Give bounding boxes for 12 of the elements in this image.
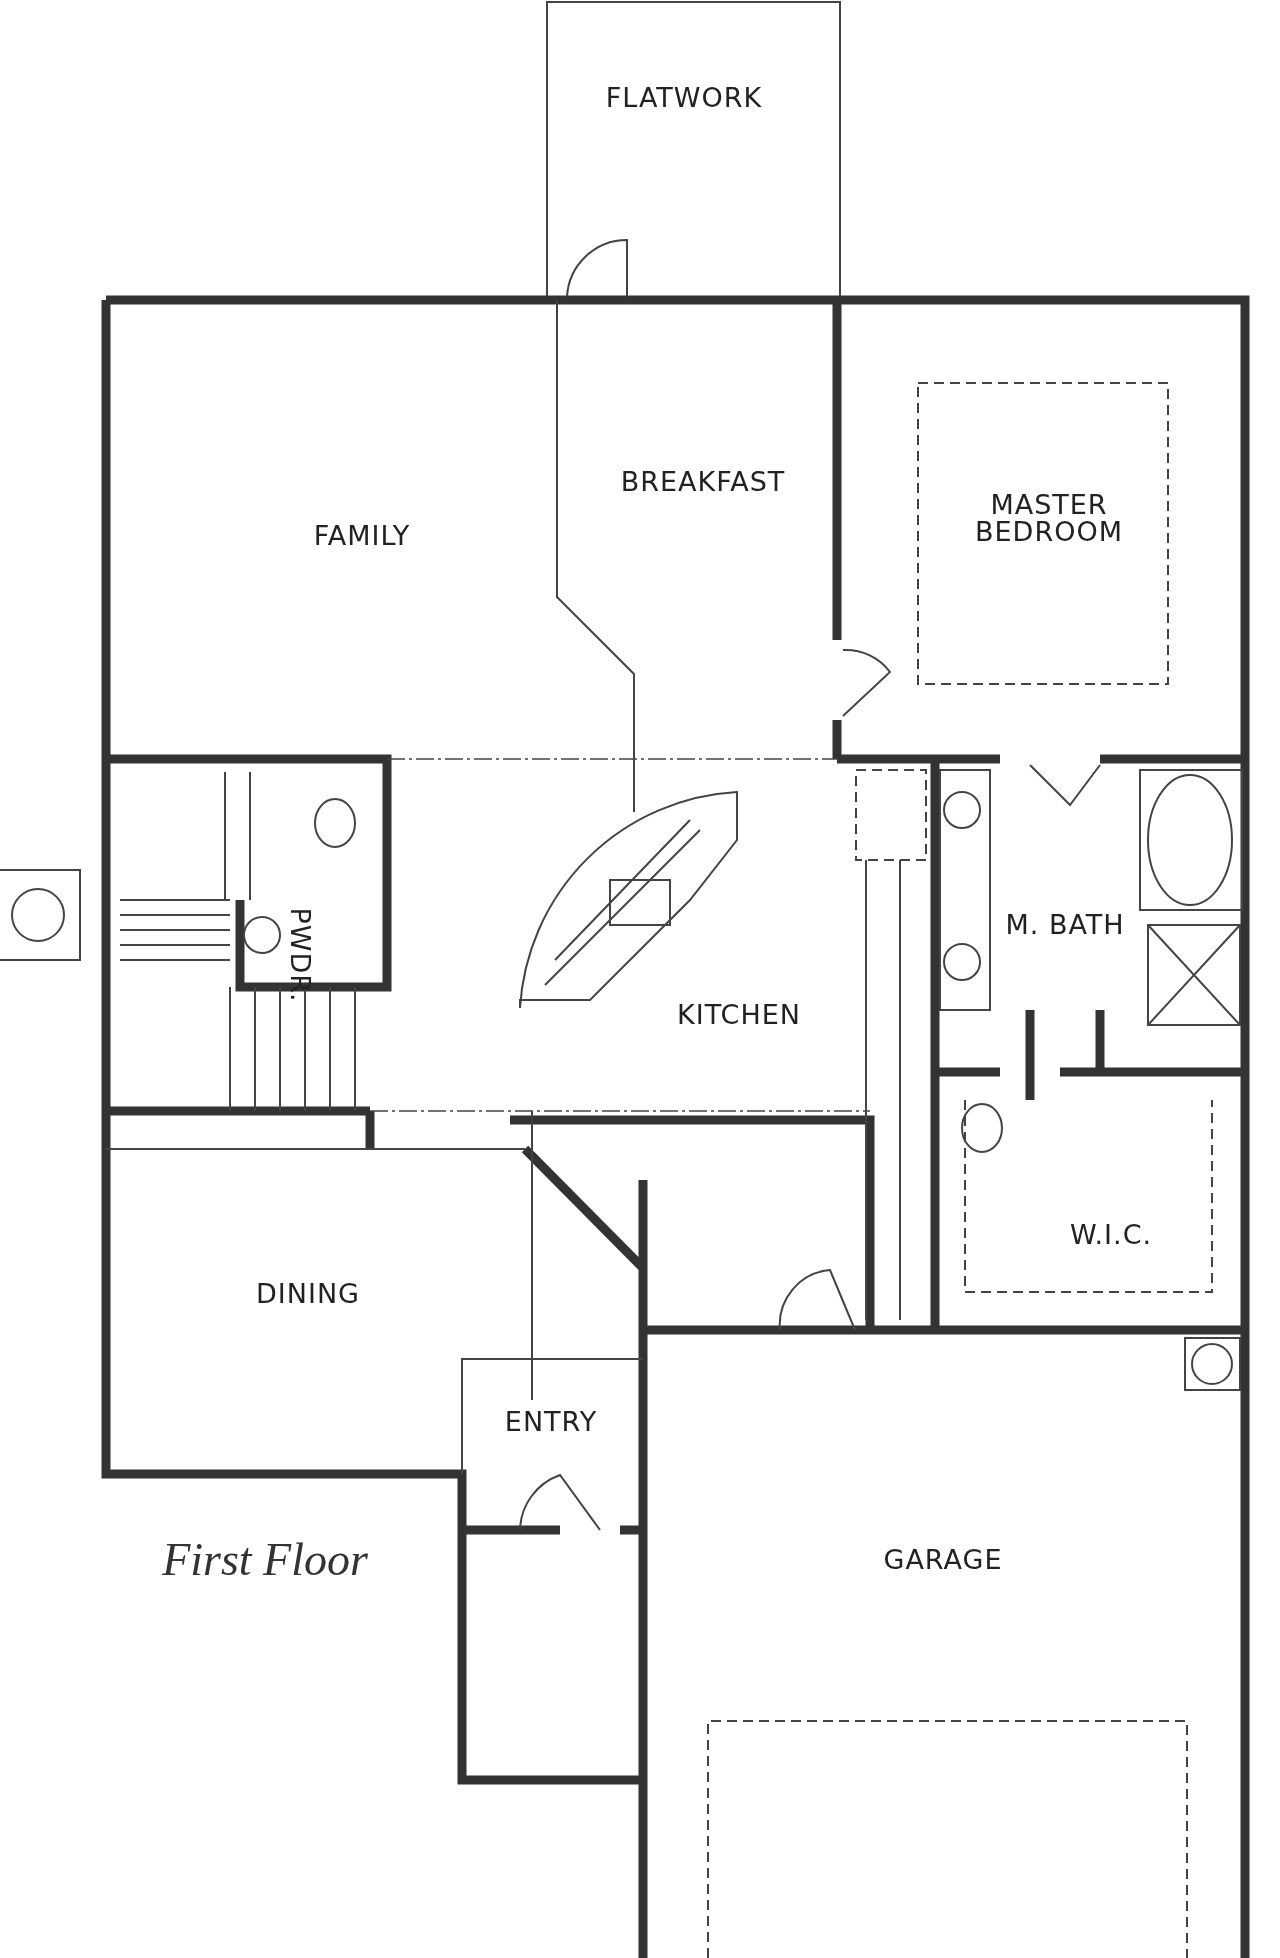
- room-label: ENTRY: [504, 1407, 598, 1435]
- room-label: W.I.C.: [1069, 1220, 1153, 1248]
- room-label: DINING: [256, 1279, 360, 1307]
- room-label: GARAGE: [883, 1545, 1003, 1573]
- room-label: KITCHEN: [677, 1000, 801, 1028]
- room-label: BREAKFAST: [620, 467, 786, 495]
- room-label: M. BATH: [1005, 910, 1125, 938]
- room-label: FLATWORK: [605, 83, 763, 111]
- caption: First Floor: [162, 1532, 368, 1586]
- room-label: MASTER BEDROOM: [974, 491, 1124, 545]
- room-label: PWDR.: [286, 907, 314, 1003]
- room-label: FAMILY: [313, 521, 411, 549]
